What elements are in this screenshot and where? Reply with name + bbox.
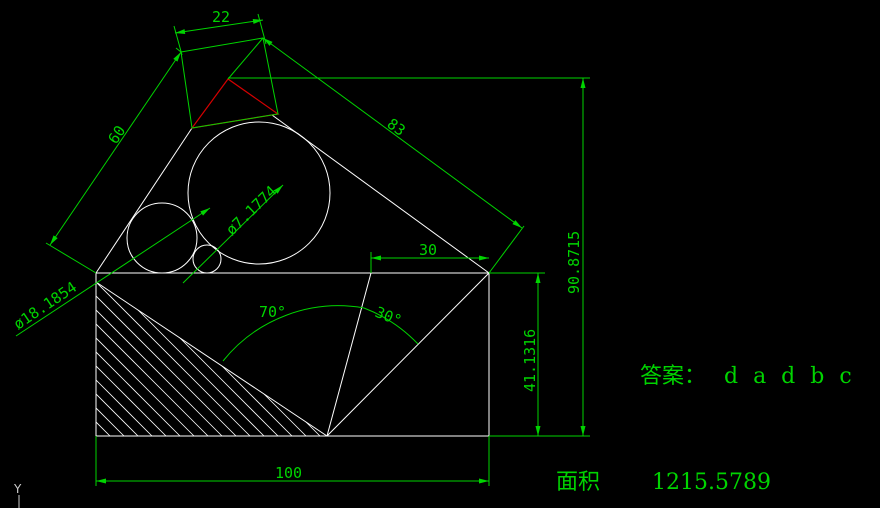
dimension-arrowhead [173, 52, 181, 62]
hatch-line [96, 282, 167, 436]
area-label: 面积 [556, 470, 600, 495]
dimension-arrowhead [263, 38, 273, 46]
answer-label: 答案： [640, 364, 706, 389]
hatch-line [96, 282, 139, 436]
hatch-line [96, 282, 153, 436]
area-value: 1215.5789 [652, 470, 771, 495]
square-diagonal [227, 37, 264, 80]
large-circle [187, 121, 331, 265]
hatch-line [301, 282, 327, 436]
dim-right-side: 83 [384, 115, 409, 140]
dim-top-width: 22 [212, 8, 230, 26]
dim-angle-30: 30° [373, 303, 405, 330]
dim-left-side: 60 [104, 122, 129, 147]
dimension-arrowhead [96, 478, 106, 484]
dimension-arrowhead [535, 426, 541, 436]
dim-rect-height: 41.1316 [521, 329, 539, 392]
dimension-arrowhead [50, 235, 58, 245]
diagonal-line [95, 281, 328, 437]
hatch-line [96, 282, 209, 436]
base-rectangle [95, 272, 490, 437]
dim-offset-30: 30 [419, 241, 437, 259]
dimension-arrowhead [371, 255, 381, 261]
ucs-icon: Y [13, 482, 22, 508]
hatch-line [96, 282, 97, 436]
dimension-arrowhead [175, 29, 186, 35]
dim-small-diameter: ø7.1774 [222, 182, 280, 239]
hatch-line [96, 282, 265, 436]
hatch-line [344, 236, 544, 436]
hatch-line [259, 282, 327, 436]
dimension-arrowhead [200, 208, 210, 216]
dim-total-height: 90.8715 [565, 231, 583, 294]
hatch-line [484, 236, 684, 436]
hatch-line [315, 282, 327, 436]
hatch-line [442, 236, 642, 436]
dim-angle-70: 70° [259, 303, 286, 321]
left-slant-edge [95, 127, 193, 274]
dimension-arrowhead [479, 478, 489, 484]
hatch-line [96, 282, 195, 436]
hatch-line [96, 282, 223, 436]
dimension-arrowhead [252, 18, 263, 24]
hatch-line [96, 282, 181, 436]
hatch-line [456, 236, 656, 436]
hatch-line [96, 282, 237, 436]
hatch-line [273, 282, 327, 436]
dimension-arrowhead [512, 220, 522, 228]
answer-values: d a d b c [724, 364, 856, 389]
hatch-line [372, 236, 572, 436]
hatch-line [386, 236, 586, 436]
hatch-line [414, 236, 614, 436]
small-circle [192, 244, 222, 274]
dim-medium-diameter: ø18.1854 [10, 278, 80, 333]
hatch-line [96, 282, 125, 436]
dimension-arrowhead [580, 78, 586, 88]
dim-bottom-width: 100 [275, 464, 302, 482]
hatch-line [287, 282, 327, 436]
dimension-arrowhead [479, 255, 489, 261]
hatch-line [330, 236, 530, 436]
line-70-deg [326, 272, 372, 437]
dimension-layer [15, 13, 590, 486]
svg-text:Y: Y [13, 482, 22, 496]
medium-circle [126, 202, 198, 274]
dimension-arrowhead [274, 185, 283, 194]
hatch-line [96, 282, 251, 436]
dimension-arrowhead [535, 273, 541, 283]
line-to-corner [326, 272, 490, 437]
dimension-arrowhead [580, 426, 586, 436]
green-square [180, 37, 279, 129]
